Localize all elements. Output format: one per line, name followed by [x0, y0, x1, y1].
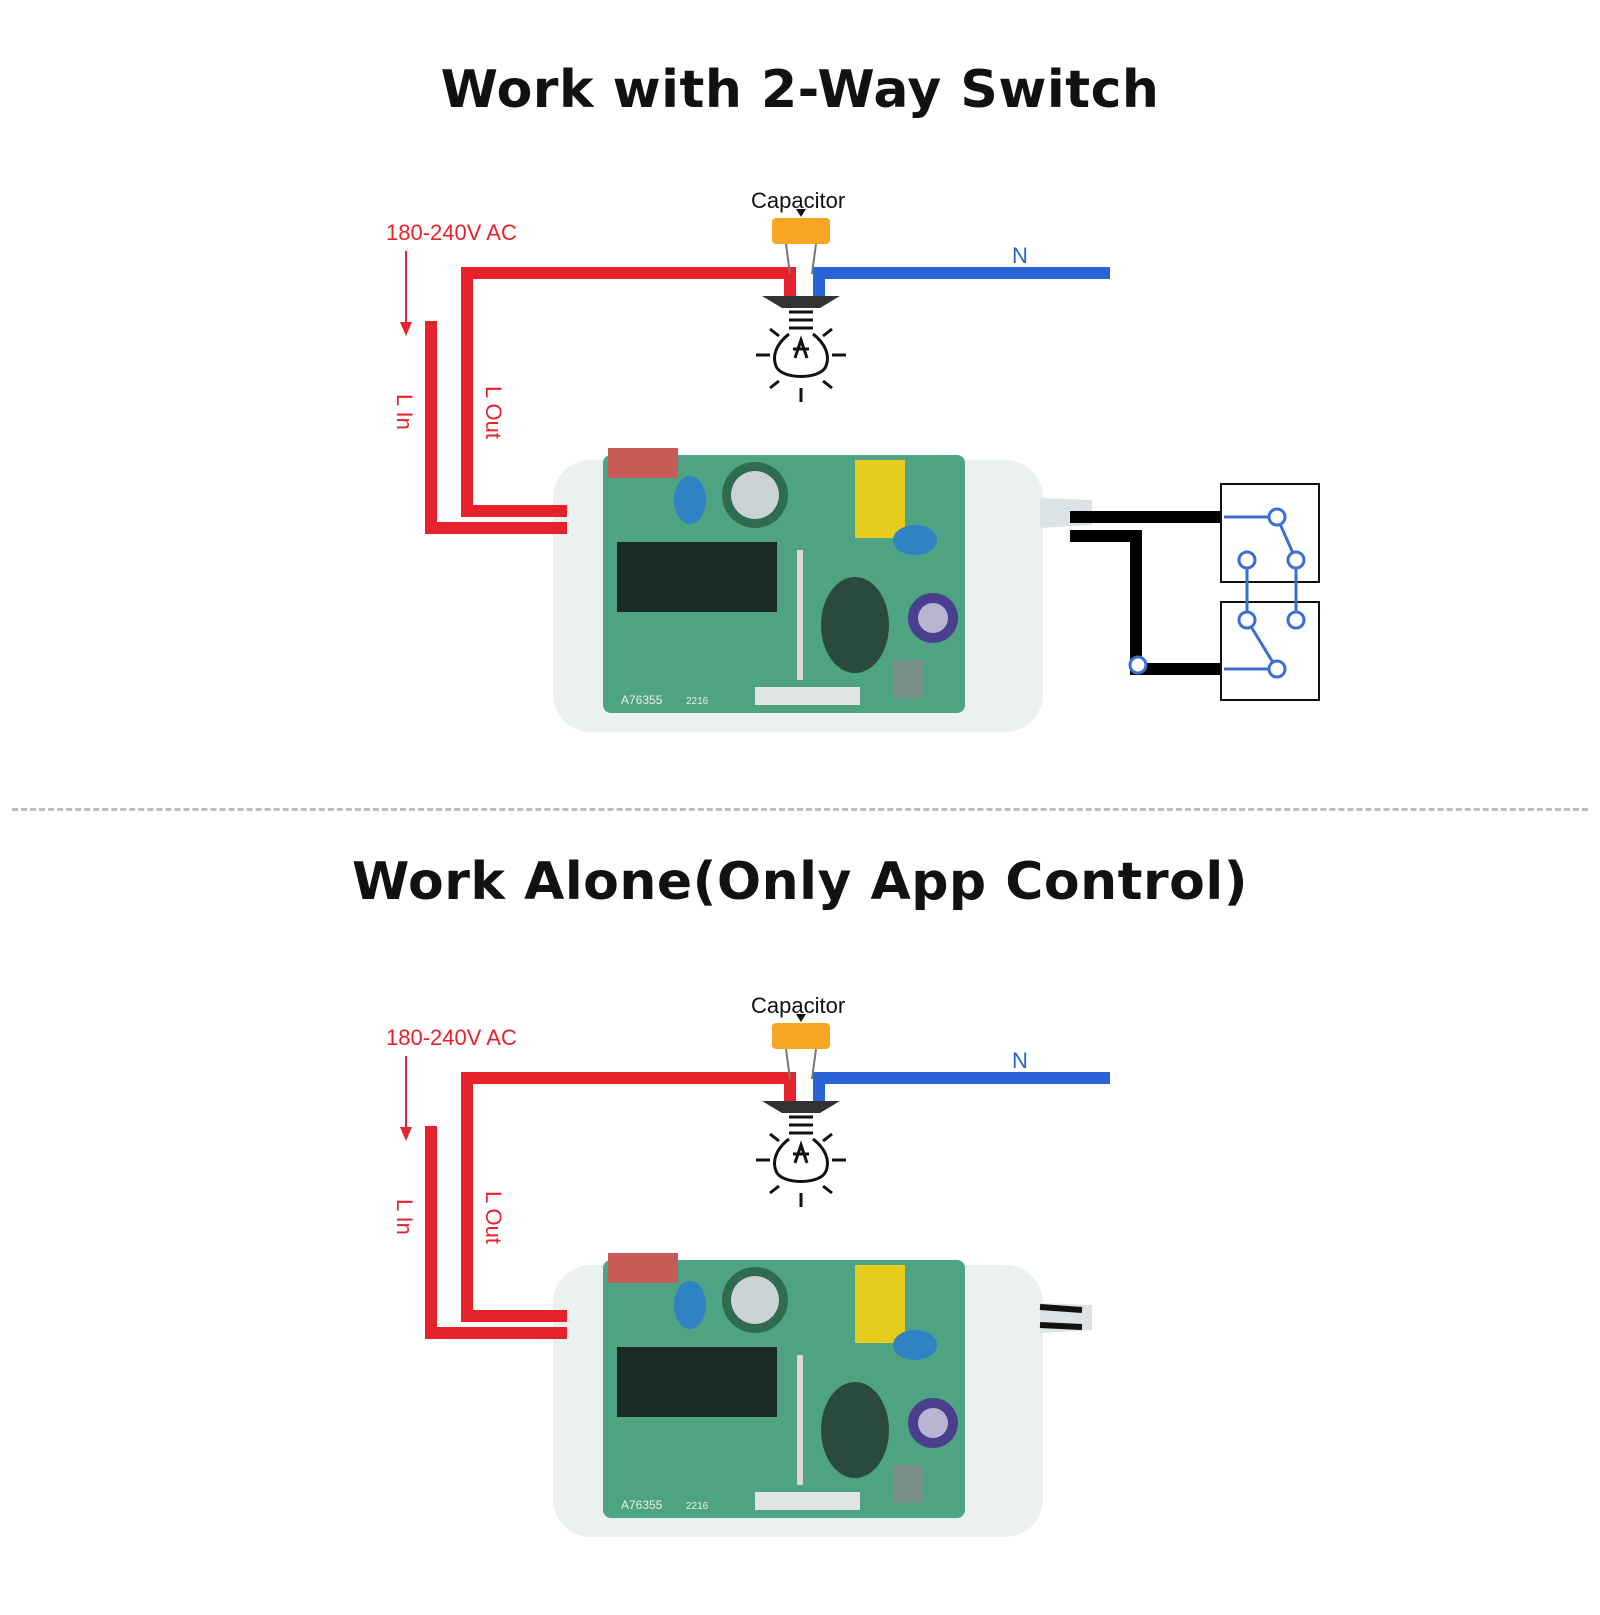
voltage-label: 180-240V AC	[386, 220, 517, 245]
light-bulb-icon	[756, 1101, 846, 1207]
lamp-live-wire	[461, 1072, 796, 1105]
l-out-wire	[461, 1078, 567, 1322]
l-in-wire	[425, 321, 567, 534]
neutral-label: N	[1012, 243, 1028, 268]
section-title-alone: Work Alone(Only App Control)	[352, 852, 1248, 912]
wiring-diagram-two-way: A76355 2216 180-240V AC N Capacitor L In…	[386, 188, 1320, 732]
capacitor-icon	[772, 1014, 830, 1080]
section-divider	[12, 808, 1588, 811]
voltage-label: 180-240V AC	[386, 1025, 517, 1050]
two-way-switch-icon	[1070, 483, 1320, 701]
l-out-label: L Out	[481, 1191, 506, 1244]
l-in-wire	[425, 1126, 567, 1339]
relay-module-icon: A76355 2216	[553, 448, 1092, 732]
capacitor-label: Capacitor	[751, 188, 845, 213]
section-title-two-way: Work with 2-Way Switch	[440, 60, 1160, 120]
neutral-wire	[813, 1072, 1110, 1105]
switch-leads	[1039, 1304, 1083, 1330]
neutral-wire	[813, 267, 1110, 300]
relay-module-icon: A76355 2216	[553, 1253, 1092, 1537]
board-marking: A76355	[621, 1498, 663, 1512]
capacitor-icon	[772, 209, 830, 275]
wiring-diagram-alone: A76355 2216 180-240V AC N Capacitor	[386, 993, 1110, 1537]
board-code: 2216	[686, 1501, 709, 1512]
board-code: 2216	[686, 696, 709, 707]
l-in-label: L In	[392, 1199, 417, 1235]
capacitor-label: Capacitor	[751, 993, 845, 1018]
l-in-label: L In	[392, 394, 417, 430]
l-out-wire	[461, 273, 567, 517]
neutral-label: N	[1012, 1048, 1028, 1073]
lamp-live-wire	[461, 267, 796, 300]
l-out-label: L Out	[481, 386, 506, 439]
light-bulb-icon	[756, 296, 846, 402]
board-marking: A76355	[621, 693, 663, 707]
